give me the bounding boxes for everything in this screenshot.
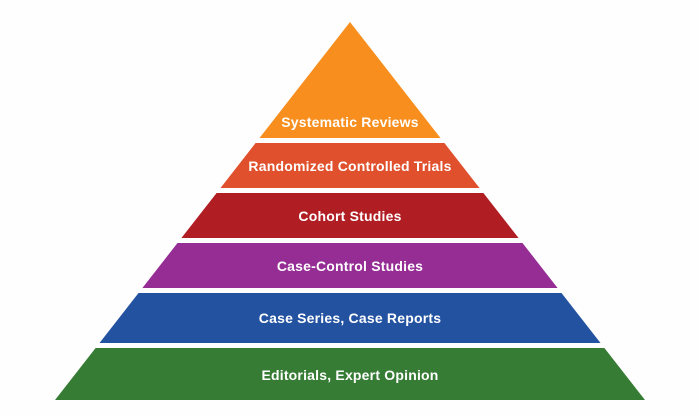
pyramid-level-cohort-studies bbox=[181, 193, 519, 238]
level-label-case-control-studies: Case-Control Studies bbox=[277, 258, 423, 274]
level-label-systematic-reviews: Systematic Reviews bbox=[281, 114, 418, 130]
pyramid-level-case-control-studies bbox=[142, 243, 558, 288]
pyramid-level-editorials-expert-opinion bbox=[55, 348, 645, 400]
pyramid-level-systematic-reviews bbox=[259, 22, 441, 138]
pyramid-level-randomized-controlled-trials bbox=[220, 143, 480, 188]
level-label-editorials-expert-opinion: Editorials, Expert Opinion bbox=[261, 367, 438, 383]
level-label-cohort-studies: Cohort Studies bbox=[298, 208, 401, 224]
pyramid-level-case-series-case-reports bbox=[99, 293, 601, 343]
level-label-randomized-controlled-trials: Randomized Controlled Trials bbox=[248, 158, 451, 174]
level-label-case-series-case-reports: Case Series, Case Reports bbox=[259, 310, 441, 326]
